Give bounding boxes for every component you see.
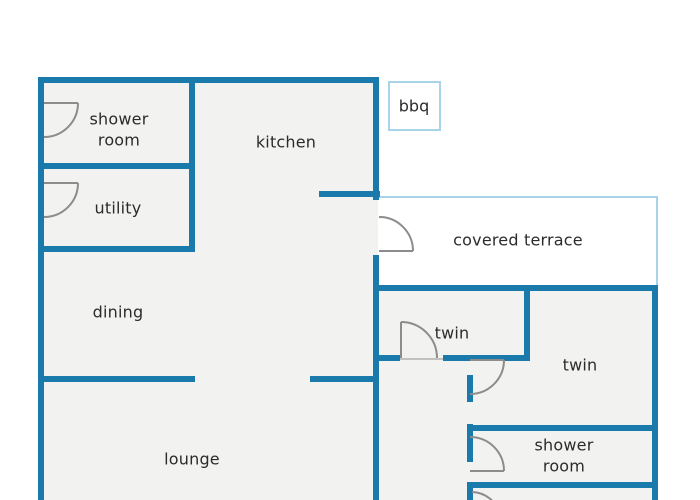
fill-main-block — [38, 77, 376, 500]
label-twin-left: twin — [435, 324, 470, 343]
door-covered-terrace — [378, 216, 414, 252]
room-fills — [38, 77, 658, 500]
label-shower-room-bottom-line1: shower — [535, 436, 594, 455]
door-bottom-partial — [471, 491, 493, 500]
label-kitchen: kitchen — [256, 133, 316, 152]
door-twin-right — [469, 359, 505, 395]
door-twin-left — [400, 321, 438, 359]
fill-bedroom-block — [376, 285, 658, 500]
walls — [38, 77, 658, 500]
label-shower-room-top-line1: shower — [90, 110, 149, 129]
door-utility — [43, 182, 79, 218]
covered-terrace-outline — [378, 196, 658, 288]
bbq-fixture: bbq — [388, 81, 441, 131]
door-shower-room-top — [43, 102, 79, 138]
fill-covered-terrace — [378, 196, 658, 288]
label-covered-terrace: covered terrace — [453, 231, 583, 250]
label-twin-right: twin — [563, 356, 598, 375]
bbq-box — [388, 81, 441, 131]
room-labels: shower room utility kitchen dining loung… — [90, 110, 598, 476]
label-utility: utility — [95, 199, 142, 218]
label-dining: dining — [93, 303, 144, 322]
doors — [43, 102, 505, 500]
label-shower-room-bottom-line2: room — [543, 457, 585, 476]
bbq-label: bbq — [399, 97, 429, 116]
door-shower-room-bottom — [469, 436, 505, 472]
label-shower-room-top-line2: room — [98, 131, 140, 150]
label-lounge: lounge — [164, 450, 220, 469]
